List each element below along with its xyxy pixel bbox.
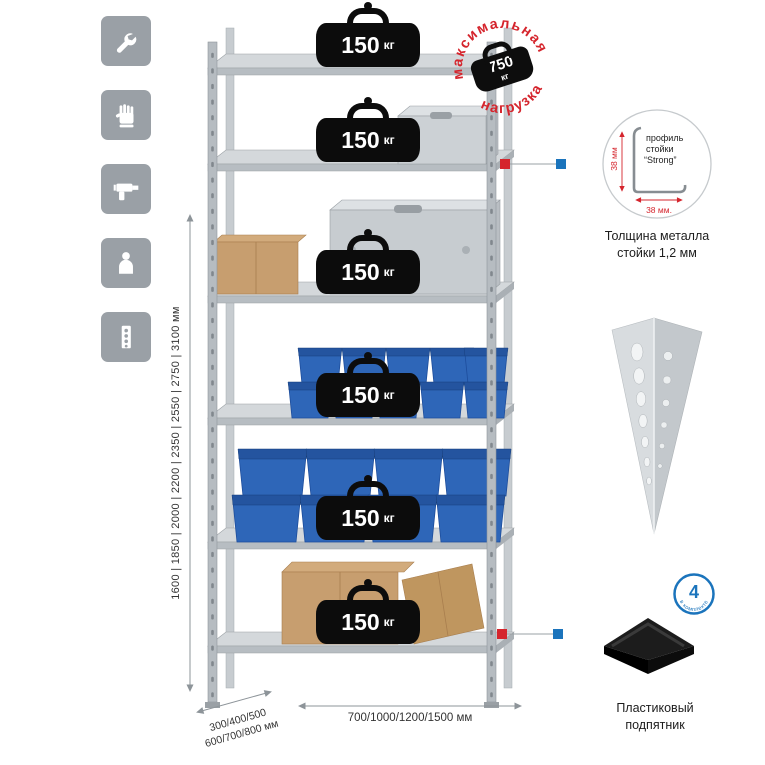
- width-dimensions-label: 700/1000/1200/1500 мм: [347, 712, 473, 724]
- shelf-load-badge: 150 кг: [316, 373, 420, 417]
- profile-cross-section: [602, 109, 712, 219]
- profile-dim-horizontal: 38 мм.: [646, 205, 672, 215]
- feature-tile-gloves: [101, 90, 151, 140]
- shelf-load-value: 150: [341, 31, 380, 58]
- perforated-post-illustration: [611, 317, 703, 535]
- shelf-load-badge: 150 кг: [316, 250, 420, 294]
- drill-icon: [113, 183, 139, 201]
- plastic-foot-illustration: [604, 618, 694, 674]
- profile-caption: Толщина металла стойки 1,2 мм: [604, 229, 710, 260]
- blue-marker-square: [553, 629, 563, 639]
- gloves-icon: [115, 104, 134, 128]
- dimension-arrows: [186, 214, 522, 714]
- profile-label-line1: профиль: [646, 133, 684, 143]
- feature-tile-tools: [101, 16, 151, 66]
- height-dimensions-label: 1600 | 1850 | 2000 | 2200 | 2350 | 2550 …: [170, 306, 182, 600]
- foot-caption: Пластиковый подпятник: [616, 701, 694, 732]
- shelf-load-badge: 150 кг: [316, 496, 420, 540]
- shelf-load-badge: 150 кг: [316, 23, 420, 67]
- profile-label-line3: “Strong”: [644, 155, 677, 165]
- person-icon: [119, 252, 133, 274]
- blue-marker-square: [556, 159, 566, 169]
- feature-tile-person: [101, 238, 151, 288]
- red-marker-square: [497, 629, 507, 639]
- shelf-load-unit: кг: [383, 38, 395, 52]
- kit-quantity-badge: 4 в комплекте: [672, 572, 716, 616]
- feature-tile-profile: [101, 312, 151, 362]
- feature-tile-drill: [101, 164, 151, 214]
- cardboard-box-shelf3: [213, 234, 307, 295]
- shelf-load-badge: 150 кг: [316, 118, 420, 162]
- shelf-load-badge: 150 кг: [316, 600, 420, 644]
- profile-label-line2: стойки: [646, 144, 674, 154]
- callout-connectors: [497, 159, 566, 639]
- profile-dim-vertical: 38 мм: [609, 147, 619, 171]
- kit-quantity-number: 4: [689, 582, 699, 602]
- perforated-profile-icon: [121, 325, 131, 349]
- red-marker-square: [500, 159, 510, 169]
- wrench-icon: [116, 33, 137, 53]
